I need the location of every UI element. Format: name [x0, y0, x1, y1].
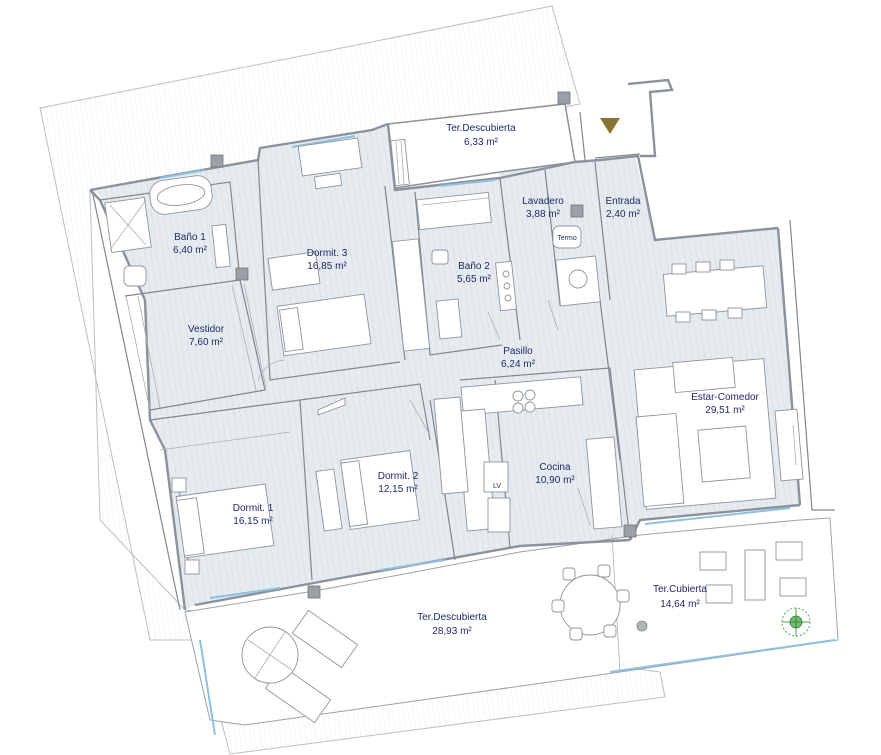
living-dining-furniture — [633, 259, 804, 510]
plant-icon — [781, 607, 811, 637]
room-name: Baño 1 — [174, 232, 206, 243]
dormit-3-bed — [267, 137, 372, 357]
room-cocina: Cocina 10,90 m² — [535, 462, 575, 486]
interior-floor — [90, 124, 800, 610]
room-name: Dormit. 1 — [233, 503, 274, 514]
room-name: Baño 2 — [458, 261, 490, 272]
room-name: Dormit. 3 — [307, 248, 348, 259]
room-area: 5,65 m² — [457, 274, 492, 285]
room-estar-comedor: Estar-Comedor 29,51 m² — [691, 392, 759, 416]
entry-landing — [579, 78, 674, 161]
terrace-furniture — [241, 541, 807, 724]
room-area: 29,51 m² — [705, 405, 745, 416]
room-name: Dormit. 2 — [378, 471, 419, 482]
room-name: Ter.Cubierta — [653, 584, 707, 595]
doors — [257, 299, 591, 526]
room-name: Cocina — [539, 462, 571, 473]
room-pasillo: Pasillo 6,24 m² — [501, 346, 536, 370]
room-bano-1: Baño 1 6,40 m² — [173, 232, 208, 256]
dormit-1-bed — [171, 477, 275, 575]
room-labels: Ter.Descubierta 6,33 m² Lavadero 3,88 m²… — [173, 123, 760, 637]
room-name: Ter.Descubierta — [446, 123, 516, 134]
glazing — [159, 135, 791, 599]
kitchen-units: LV — [433, 376, 623, 533]
room-name: Vestidor — [188, 324, 225, 335]
room-ter-descubierta-bottom: Ter.Descubierta 28,93 m² — [417, 612, 487, 637]
vestidor-wardrobes — [125, 283, 267, 411]
room-entrada: Entrada 2,40 m² — [605, 196, 640, 220]
room-ter-cubierta: Ter.Cubierta 14,64 m² — [653, 584, 707, 610]
room-area: 3,88 m² — [526, 209, 561, 220]
room-area: 16,85 m² — [307, 261, 347, 272]
room-area: 28,93 m² — [432, 626, 472, 637]
room-area: 6,33 m² — [464, 137, 499, 148]
room-area: 16,15 m² — [233, 516, 273, 527]
room-bano-2: Baño 2 5,65 m² — [457, 261, 492, 285]
room-area: 7,60 m² — [189, 337, 224, 348]
room-ter-descubierta-top: Ter.Descubierta 6,33 m² — [446, 123, 516, 148]
room-area: 14,64 m² — [660, 599, 700, 610]
lavadero-fixtures: Termo — [552, 225, 601, 307]
room-vestidor: Vestidor 7,60 m² — [188, 324, 225, 348]
entry-arrow-icon — [600, 118, 620, 134]
termo-label: Termo — [557, 235, 577, 242]
room-dormit-3: Dormit. 3 16,85 m² — [307, 248, 348, 272]
room-name: Entrada — [605, 196, 640, 207]
room-name: Lavadero — [522, 196, 564, 207]
columns — [210, 91, 637, 599]
bathroom-2-fixtures — [391, 191, 517, 352]
room-lavadero: Lavadero 3,88 m² — [522, 196, 564, 220]
room-name: Pasillo — [503, 346, 533, 357]
dormit-2-bed — [315, 449, 421, 532]
room-name: Ter.Descubierta — [417, 612, 487, 623]
terrace-top-area — [387, 103, 576, 189]
room-area: 2,40 m² — [606, 209, 641, 220]
room-area: 12,15 m² — [378, 484, 418, 495]
bathroom-1-fixtures — [104, 175, 231, 287]
lv-label: LV — [493, 483, 501, 490]
room-area: 6,40 m² — [173, 245, 208, 256]
room-area: 10,90 m² — [535, 475, 575, 486]
room-dormit-2: Dormit. 2 12,15 m² — [378, 471, 419, 495]
room-name: Estar-Comedor — [691, 392, 759, 403]
room-dormit-1: Dormit. 1 16,15 m² — [233, 503, 274, 527]
room-area: 6,24 m² — [501, 359, 536, 370]
